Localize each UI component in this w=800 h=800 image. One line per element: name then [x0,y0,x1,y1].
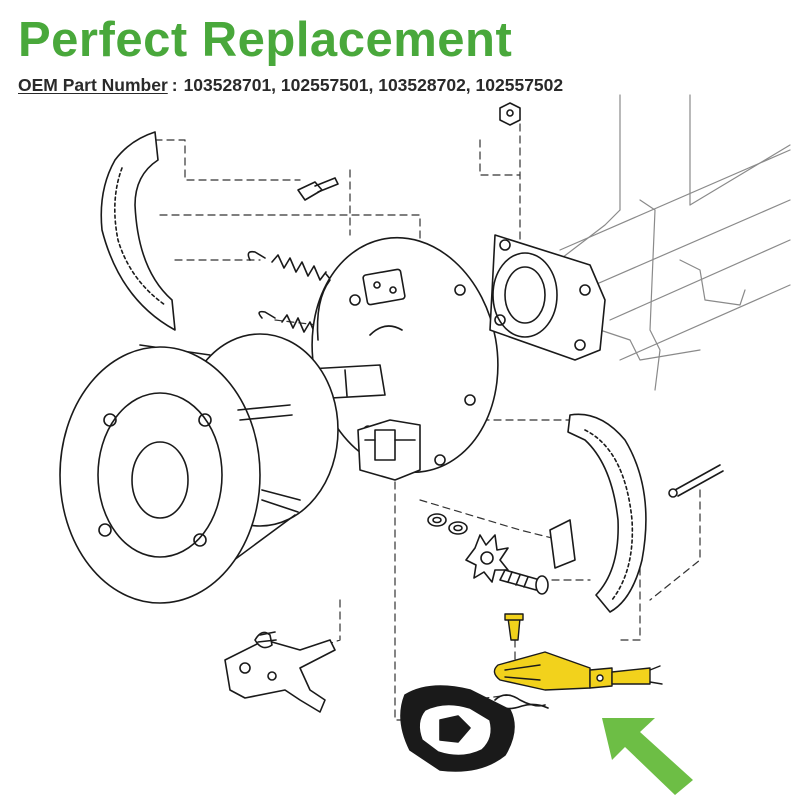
rubber-boot-seal [400,685,515,772]
axle-frame-background [519,94,791,391]
page-title: Perfect Replacement [18,13,513,67]
top-nut [499,102,521,126]
green-arrow-icon [602,718,693,795]
oem-part-numbers: 103528701, 102557501, 103528702, 1025575… [183,75,564,95]
oem-part-separator: : [171,75,178,95]
retaining-pin [668,464,724,498]
axle-flange [489,234,606,361]
adjuster-screw [499,569,549,595]
return-spring-upper [247,250,338,294]
backing-plate [311,236,499,474]
parking-brake-lever [224,631,336,713]
star-adjuster-wheel [465,534,509,583]
lower-brake-shoe [549,413,647,613]
oem-part-label: OEM Part Number [18,75,168,95]
brake-drum [59,333,339,604]
upper-brake-shoe [100,131,176,331]
highlighted-clevis-cable [493,613,663,691]
adjuster-bracket [357,419,421,481]
washers [427,513,468,535]
top-bolt [297,177,339,201]
hairpin-clip [494,694,549,710]
oem-part-number-line: OEM Part Number:103528701, 102557501, 10… [18,75,788,95]
